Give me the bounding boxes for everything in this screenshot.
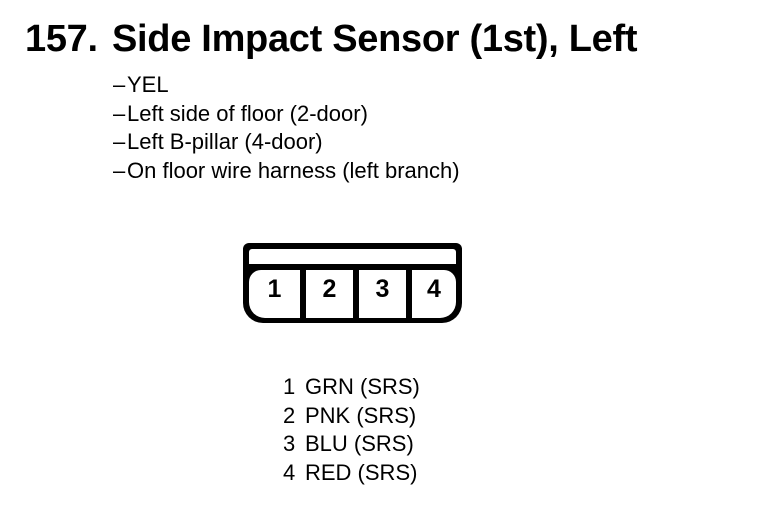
detail-item: – YEL xyxy=(113,71,460,100)
connector-pin-1: 1 xyxy=(249,270,300,318)
pin-number: 1 xyxy=(283,374,296,399)
pin-number: 4 xyxy=(283,460,296,486)
pin-assignment-row: 4 RED (SRS) xyxy=(283,459,420,488)
detail-item: – Left side of floor (2-door) xyxy=(113,100,460,129)
page-title: Side Impact Sensor (1st), Left xyxy=(112,18,638,60)
connector-pin-4: 4 xyxy=(412,270,456,318)
connector-pin-2: 2 xyxy=(306,270,353,318)
detail-list: – YEL – Left side of floor (2-door) – Le… xyxy=(113,71,460,185)
wire-label: BLU (SRS) xyxy=(305,431,414,457)
connector-lock-strip xyxy=(249,249,456,264)
pin-assignment-row: 3 BLU (SRS) xyxy=(283,430,420,459)
wire-label: PNK (SRS) xyxy=(305,402,417,428)
detail-text: YEL xyxy=(127,72,169,97)
section-heading: 157. Side Impact Sensor (1st), Left xyxy=(25,18,638,60)
wire-label: RED (SRS) xyxy=(305,460,418,486)
bullet-dash: – xyxy=(113,157,126,183)
pin-assignment-row: 2 PNK (SRS) xyxy=(283,402,420,431)
connector-pin-3: 3 xyxy=(359,270,406,318)
bullet-dash: – xyxy=(113,100,126,126)
detail-item: – Left B-pillar (4-door) xyxy=(113,128,460,157)
pin-assignment-row: 1 GRN (SRS) xyxy=(283,373,420,402)
detail-text: Left side of floor (2-door) xyxy=(127,100,368,126)
pin-assignment-list: 1 GRN (SRS) 2 PNK (SRS) 3 BLU (SRS) 4 RE… xyxy=(283,373,420,488)
connector-diagram: 1 2 3 4 xyxy=(243,243,462,323)
bullet-dash: – xyxy=(113,129,126,155)
wire-label: GRN (SRS) xyxy=(305,374,420,399)
detail-item: – On floor wire harness (left branch) xyxy=(113,157,460,186)
item-number: 157. xyxy=(25,18,98,60)
pin-number: 2 xyxy=(283,402,296,428)
detail-text: Left B-pillar (4-door) xyxy=(127,129,323,155)
bullet-dash: – xyxy=(113,72,126,97)
detail-text: On floor wire harness (left branch) xyxy=(127,157,460,183)
connector-pin-row: 1 2 3 4 xyxy=(249,270,456,318)
pin-number: 3 xyxy=(283,431,296,457)
